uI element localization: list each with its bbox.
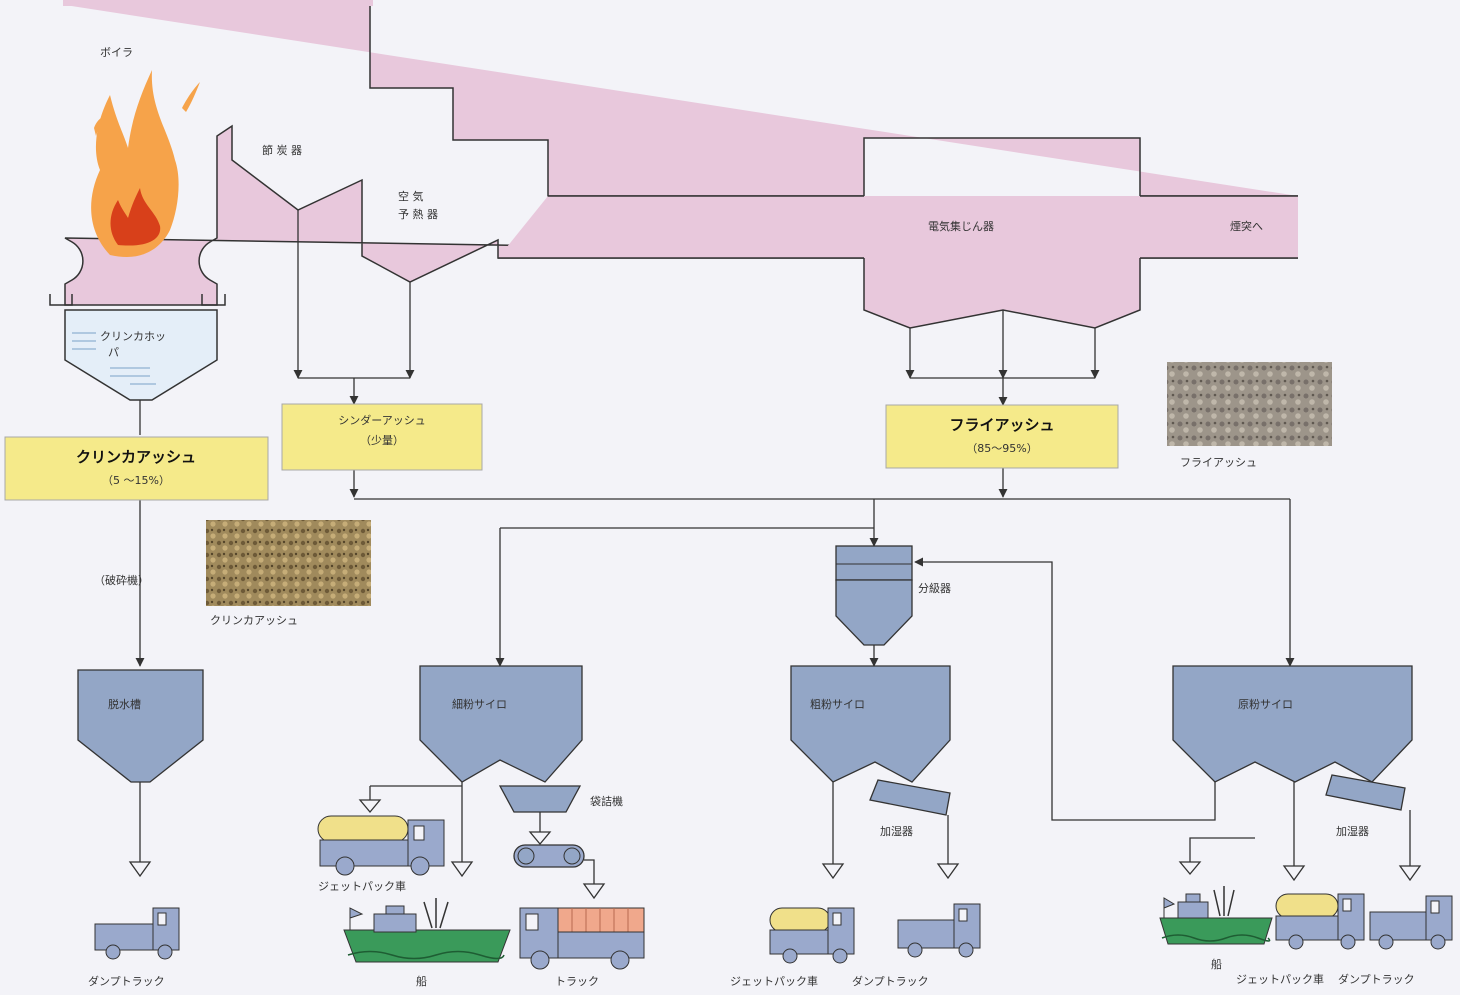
- jetpack-label-2: ジェットパック車: [730, 974, 818, 988]
- clinker-ash-share: （5 ～15%）: [102, 474, 170, 487]
- crusher-label: （破砕機）: [94, 573, 149, 587]
- jetpack-label-1: ジェットパック車: [318, 879, 406, 893]
- jetpack-truck-icon-3: [1275, 893, 1365, 950]
- cinder-ash-box: [281, 403, 483, 471]
- humidifier-label-1: 加湿器: [880, 825, 913, 838]
- boiler-label: ボイラ: [100, 46, 133, 59]
- precipitator-label: 電気集じん器: [928, 219, 994, 233]
- clinker-ash-title: クリンカアッシュ: [76, 448, 196, 466]
- ship-label-2: 船: [1211, 957, 1222, 971]
- air-preheater-label-2: 予 熱 器: [398, 208, 438, 221]
- fly-ash-share: （85～95%）: [966, 442, 1037, 455]
- boiler-leg-left: [49, 294, 73, 306]
- cinder-ash-share: （少量）: [360, 434, 404, 447]
- dewatering-tank: [77, 669, 204, 783]
- humidifier-1: [869, 779, 951, 816]
- classifier: [835, 545, 913, 646]
- dewatering-tank-label: 脱水槽: [108, 697, 141, 711]
- boiler-duct-body: [64, 4, 1299, 329]
- bagging-machine: [498, 785, 582, 813]
- clinker-hopper-label-1: クリンカホッ: [100, 330, 166, 343]
- flame-icon: [91, 70, 200, 258]
- ship-label-1: 船: [416, 974, 427, 988]
- dump-truck-label-1: ダンプトラック: [88, 974, 165, 988]
- jetpack-truck-icon-1: [317, 815, 445, 876]
- humidifier-2: [1325, 774, 1406, 811]
- conveyor-belt: [513, 844, 585, 868]
- raw-silo: [1172, 665, 1413, 783]
- dump-truck-icon-2: [897, 903, 981, 958]
- clinker-hopper: [64, 309, 218, 401]
- fly-ash-box: [885, 404, 1119, 469]
- jetpack-truck-icon-2: [769, 907, 855, 964]
- dump-truck-label-2: ダンプトラック: [852, 974, 929, 988]
- to-chimney-label: 煙突へ: [1230, 219, 1263, 233]
- dump-truck-icon-3: [1369, 895, 1453, 950]
- dump-truck-label-3: ダンプトラック: [1338, 972, 1415, 986]
- boiler-leg-right: [201, 294, 226, 306]
- raw-silo-label: 原粉サイロ: [1238, 698, 1293, 711]
- clinker-ash-box: [4, 436, 269, 501]
- fine-silo: [419, 665, 583, 783]
- ship-icon-1: [343, 898, 511, 963]
- ship-icon-2: [1159, 886, 1273, 945]
- fly-ash-photo: [1167, 362, 1332, 446]
- cinder-ash-title: シンダーアッシュ: [338, 413, 426, 427]
- coarse-silo-label: 粗粉サイロ: [810, 698, 865, 711]
- bagging-machine-label: 袋詰機: [590, 794, 623, 808]
- dump-truck-icon-1: [94, 907, 180, 960]
- truck-label: トラック: [555, 975, 599, 988]
- fly-ash-photo-caption: フライアッシュ: [1180, 456, 1257, 469]
- clinker-ash-photo-caption: クリンカアッシュ: [210, 614, 298, 627]
- economizer-label: 節 炭 器: [262, 143, 302, 157]
- fly-ash-title: フライアッシュ: [949, 416, 1054, 434]
- clinker-ash-photo: [206, 520, 371, 606]
- fine-silo-label: 細粉サイロ: [452, 698, 507, 711]
- humidifier-label-2: 加湿器: [1336, 825, 1369, 838]
- air-preheater-label-1: 空 気: [398, 189, 424, 203]
- cargo-truck-icon: [519, 907, 645, 970]
- classifier-label: 分級器: [918, 582, 951, 595]
- clinker-hopper-label-2: パ: [108, 346, 119, 359]
- jetpack-label-3: ジェットパック車: [1236, 972, 1324, 986]
- coarse-silo: [790, 665, 951, 783]
